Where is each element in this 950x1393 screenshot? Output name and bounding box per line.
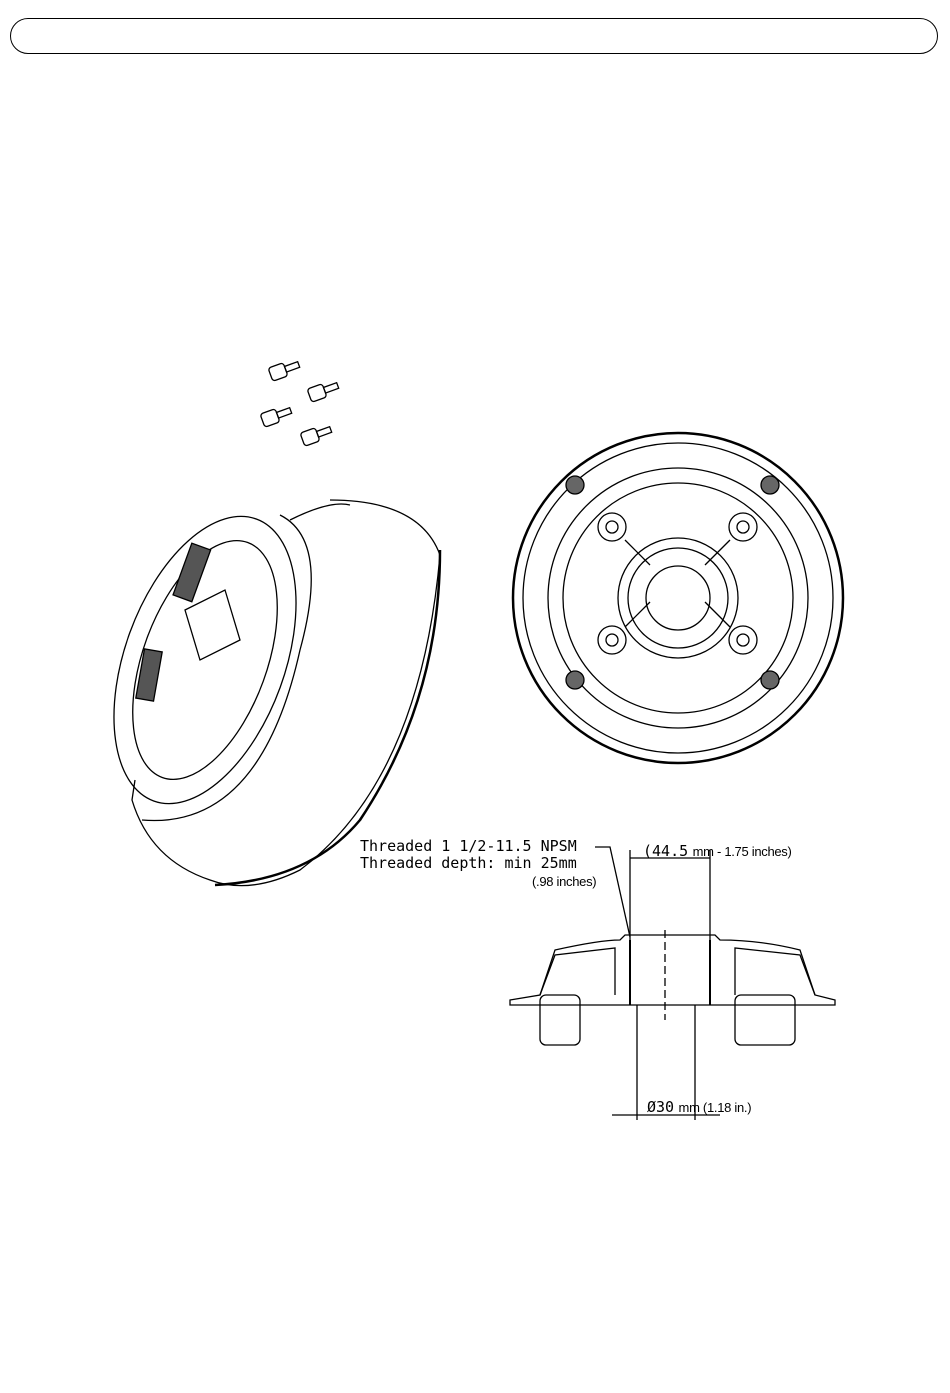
top-dimension-label: (44.5 mm - 1.75 inches) [643, 843, 792, 861]
thread-spec-label: Threaded 1 1/2-11.5 NPSM [360, 837, 577, 855]
bottom-dimension-value: Ø30 [647, 1098, 675, 1116]
thread-depth-label: Threaded depth: min 25mm [360, 854, 577, 872]
thread-depth-inches-label: (.98 inches) [532, 874, 597, 889]
base-perspective-illustration [113, 499, 442, 887]
header-bar [10, 18, 938, 54]
base-top-view-illustration [511, 431, 845, 765]
top-dimension-value: (44.5 [643, 842, 689, 860]
bottom-dimension-label: Ø30 mm (1.18 in.) [647, 1098, 752, 1117]
screws-illustration [260, 360, 340, 447]
bottom-dimension-unit: mm (1.18 in.) [678, 1100, 752, 1115]
top-dimension-unit: mm - 1.75 inches) [692, 844, 792, 859]
base-cross-section-illustration [509, 846, 836, 1120]
